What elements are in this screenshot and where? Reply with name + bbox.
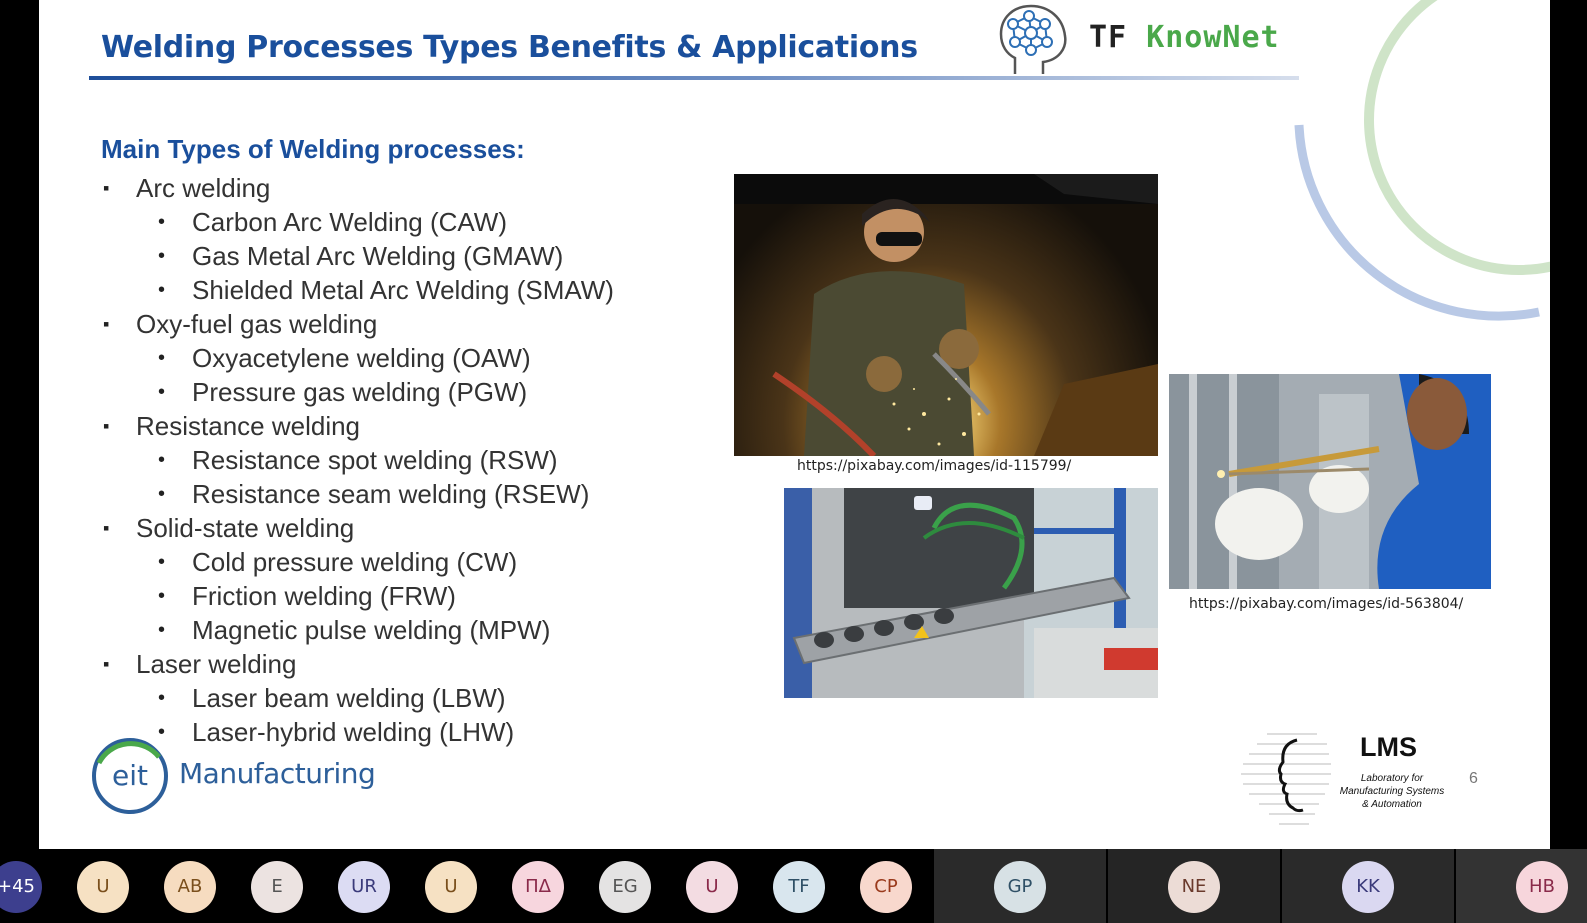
participant-avatar[interactable]: GP bbox=[994, 861, 1046, 913]
eit-ring-icon: eit bbox=[92, 738, 168, 814]
participant-avatar[interactable]: TF bbox=[773, 861, 825, 913]
list-subitem: •Friction welding (FRW) bbox=[158, 581, 456, 611]
slide-title: Welding Processes Types Benefits & Appli… bbox=[101, 30, 918, 65]
lms-subtitle: Laboratory for Manufacturing Systems & A… bbox=[1339, 773, 1445, 810]
participant-avatar[interactable]: EG bbox=[599, 861, 651, 913]
list-item: ▪Solid-state welding bbox=[103, 513, 355, 543]
head-profile-icon bbox=[1241, 733, 1331, 825]
tf-knownet-logo: TF KnowNet bbox=[1089, 20, 1280, 55]
list-subitem: •Carbon Arc Welding (CAW) bbox=[158, 207, 507, 237]
list-subitem: •Shielded Metal Arc Welding (SMAW) bbox=[158, 275, 614, 305]
slide: Welding Processes Types Benefits & Appli… bbox=[39, 0, 1550, 849]
list-item: ▪Laser welding bbox=[103, 649, 297, 679]
participant-avatar[interactable]: U bbox=[77, 861, 129, 913]
participant-avatar[interactable]: KK bbox=[1342, 861, 1394, 913]
participant-avatar[interactable]: NE bbox=[1168, 861, 1220, 913]
list-subitem: •Cold pressure welding (CW) bbox=[158, 547, 518, 577]
participant-strip: +45 U AB E UR U ΠΔ EG U TF CP GP NE KK H… bbox=[0, 849, 1587, 923]
welding-types-list: ▪Arc welding •Carbon Arc Welding (CAW) •… bbox=[101, 171, 614, 749]
list-subitem: •Oxyacetylene welding (OAW) bbox=[158, 343, 531, 373]
decorative-arcs bbox=[1294, 0, 1550, 321]
list-item: ▪Resistance welding bbox=[103, 411, 361, 441]
participant-avatar[interactable]: HB bbox=[1516, 861, 1568, 913]
list-subitem: •Gas Metal Arc Welding (GMAW) bbox=[158, 241, 564, 271]
participant-avatar[interactable]: E bbox=[251, 861, 303, 913]
lms-name: LMS bbox=[1360, 732, 1417, 762]
participant-avatar[interactable]: ΠΔ bbox=[512, 861, 564, 913]
list-subitem: •Resistance seam welding (RSEW) bbox=[158, 479, 590, 509]
robot-welding-photo bbox=[784, 488, 1158, 698]
eit-manufacturing-logo: eit Manufacturing bbox=[89, 735, 419, 817]
lms-logo: LMS Laboratory for Manufacturing Systems… bbox=[1237, 720, 1457, 830]
title-underline bbox=[89, 76, 1299, 80]
logo-prefix: TF bbox=[1089, 20, 1147, 55]
brain-network-icon bbox=[999, 4, 1067, 74]
list-subitem: •Resistance spot welding (RSW) bbox=[158, 445, 558, 475]
welder-photo bbox=[734, 174, 1158, 456]
participant-avatar[interactable]: U bbox=[425, 861, 477, 913]
image-caption: https://pixabay.com/images/id-115799/ bbox=[797, 458, 1072, 474]
section-heading: Main Types of Welding processes: bbox=[101, 134, 525, 164]
image-caption: https://pixabay.com/images/id-563804/ bbox=[1189, 596, 1464, 612]
participant-avatar[interactable]: AB bbox=[164, 861, 216, 913]
participant-avatar[interactable]: CP bbox=[860, 861, 912, 913]
logo-brand: KnowNet bbox=[1146, 20, 1280, 55]
participant-avatar[interactable]: U bbox=[686, 861, 738, 913]
list-subitem: •Laser beam welding (LBW) bbox=[158, 683, 506, 713]
list-item: ▪Arc welding bbox=[103, 173, 271, 203]
participant-overflow-count[interactable]: +45 bbox=[0, 861, 42, 913]
list-subitem: •Laser-hybrid welding (LHW) bbox=[158, 717, 515, 747]
eit-logo-mark: eit bbox=[112, 759, 148, 792]
list-subitem: •Pressure gas welding (PGW) bbox=[158, 377, 528, 407]
eit-logo-text: Manufacturing bbox=[179, 757, 376, 790]
page-number: 6 bbox=[1469, 770, 1478, 787]
participant-avatar[interactable]: UR bbox=[338, 861, 390, 913]
torch-welding-photo bbox=[1169, 374, 1491, 589]
list-item: ▪Oxy-fuel gas welding bbox=[103, 309, 378, 339]
list-subitem: •Magnetic pulse welding (MPW) bbox=[158, 615, 551, 645]
